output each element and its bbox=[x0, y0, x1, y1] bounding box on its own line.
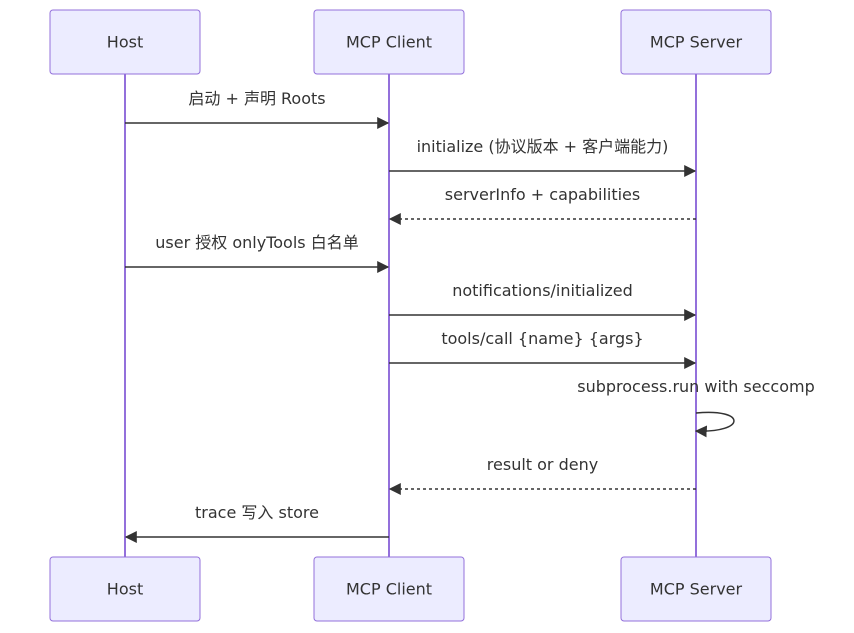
message-label: trace 写入 store bbox=[195, 503, 319, 522]
message-label: tools/call {name} {args} bbox=[441, 329, 643, 348]
actor-host-bottom: Host bbox=[49, 556, 201, 622]
message-arrow bbox=[694, 411, 735, 438]
message-label: initialize (协议版本 + 客户端能力) bbox=[417, 137, 669, 156]
message-9: trace 写入 store bbox=[124, 503, 389, 543]
actor-box bbox=[620, 9, 772, 75]
actor-host-top: Host bbox=[49, 9, 201, 75]
actor-label: MCP Client bbox=[346, 33, 432, 52]
actor-client-bottom: MCP Client bbox=[313, 556, 465, 622]
actor-label: Host bbox=[107, 580, 143, 599]
message-6: tools/call {name} {args} bbox=[389, 329, 697, 369]
message-3: serverInfo + capabilities bbox=[388, 185, 696, 225]
actor-label: MCP Client bbox=[346, 580, 432, 599]
actor-client-top: MCP Client bbox=[313, 9, 465, 75]
message-1: 启动 + 声明 Roots bbox=[125, 89, 390, 129]
message-8: result or deny bbox=[388, 455, 696, 495]
actor-label: Host bbox=[107, 33, 143, 52]
message-5: notifications/initialized bbox=[389, 281, 697, 321]
actor-server-top: MCP Server bbox=[620, 9, 772, 75]
actor-box bbox=[49, 556, 201, 622]
message-2: initialize (协议版本 + 客户端能力) bbox=[389, 137, 697, 177]
actor-box bbox=[313, 9, 465, 75]
message-label: notifications/initialized bbox=[452, 281, 633, 300]
actor-box bbox=[620, 556, 772, 622]
message-label: serverInfo + capabilities bbox=[445, 185, 640, 204]
actor-label: MCP Server bbox=[650, 33, 743, 52]
message-label: 启动 + 声明 Roots bbox=[188, 89, 325, 108]
actor-server-bottom: MCP Server bbox=[620, 556, 772, 622]
message-4: user 授权 onlyTools 白名单 bbox=[125, 233, 390, 273]
actor-label: MCP Server bbox=[650, 580, 743, 599]
actor-box bbox=[313, 556, 465, 622]
actor-box bbox=[49, 9, 201, 75]
message-label: user 授权 onlyTools 白名单 bbox=[155, 233, 358, 252]
message-label: subprocess.run with seccomp bbox=[577, 377, 814, 396]
message-label: result or deny bbox=[487, 455, 598, 474]
message-7: subprocess.run with seccomp bbox=[577, 377, 815, 438]
